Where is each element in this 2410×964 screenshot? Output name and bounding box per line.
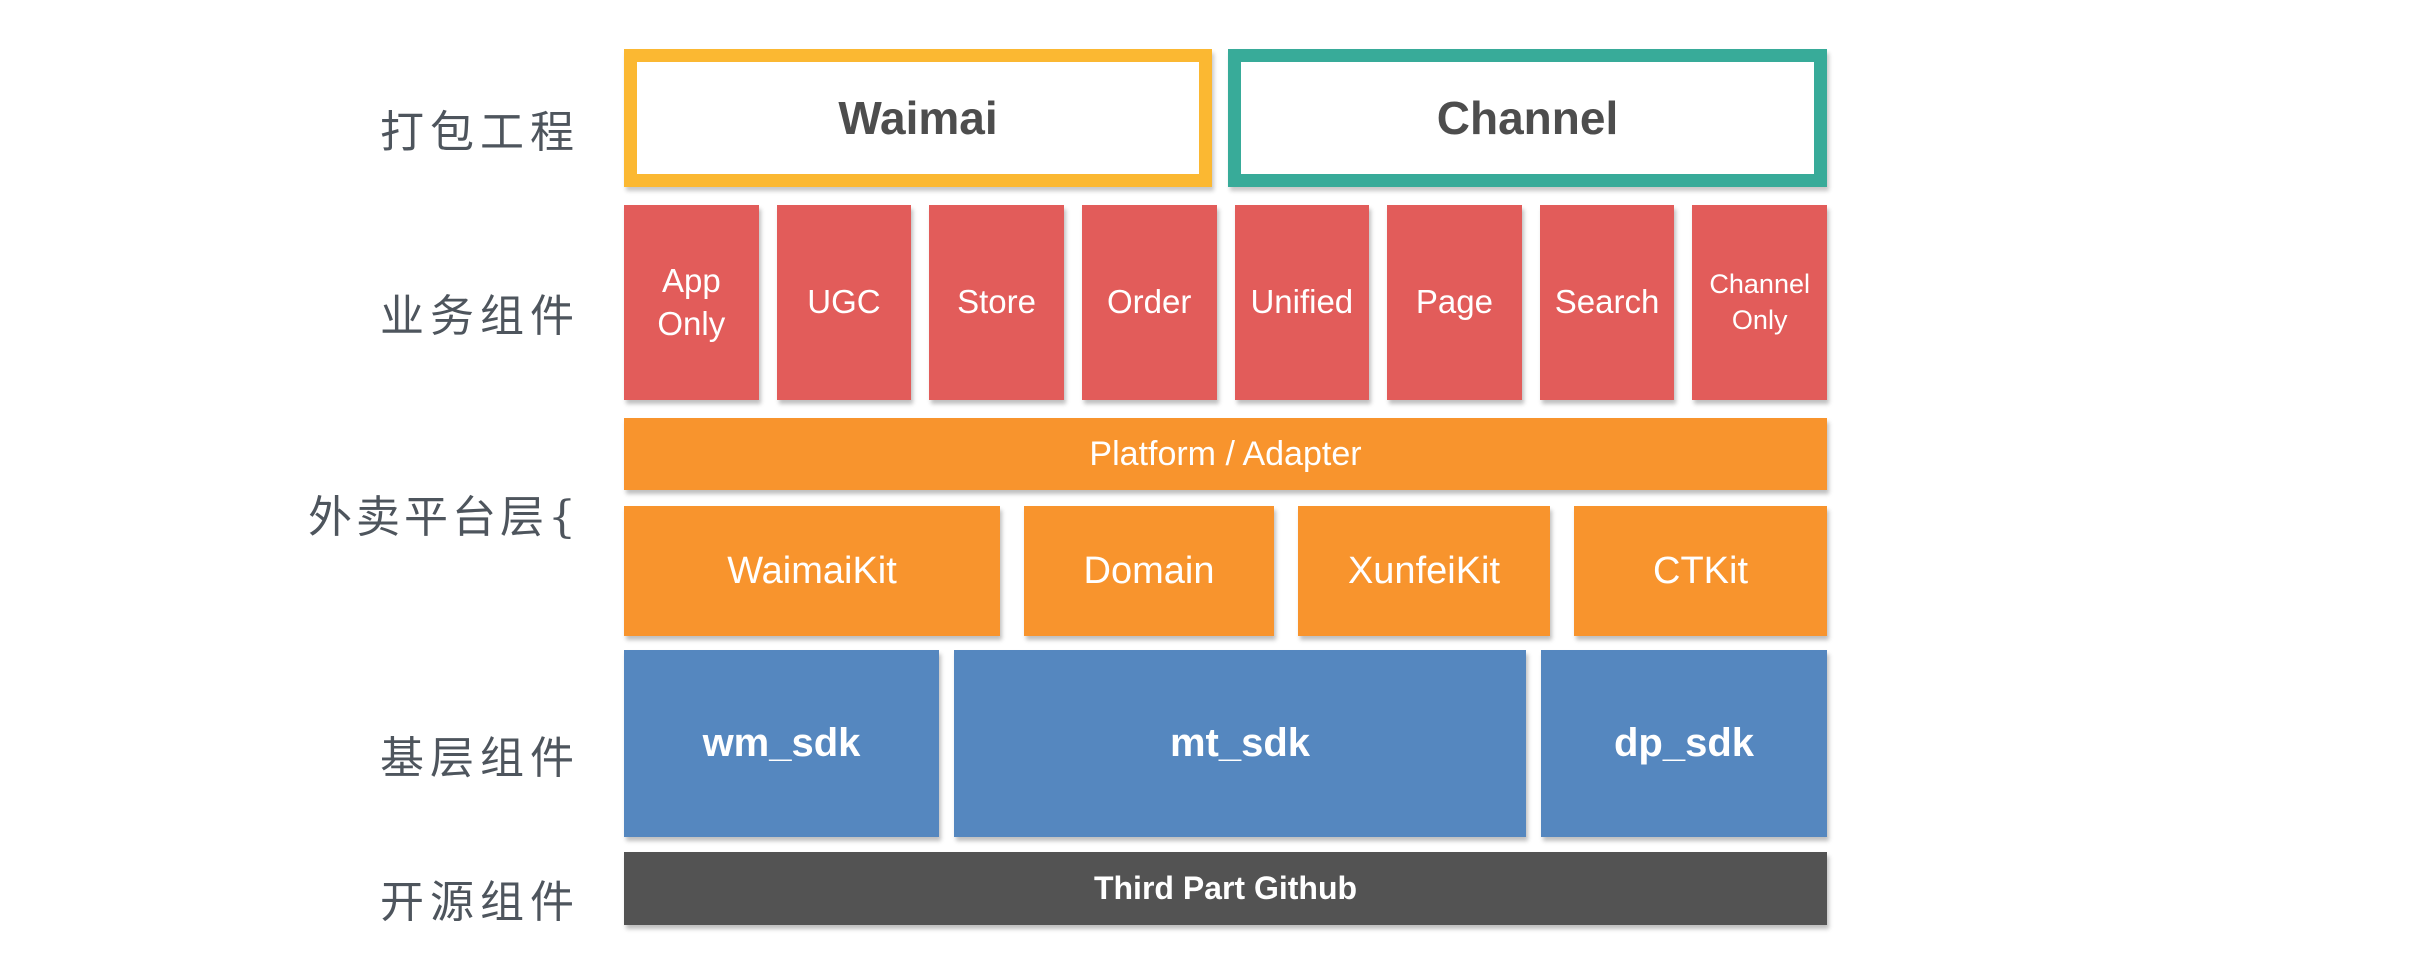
row-label-base-components: 基层组件	[380, 733, 580, 784]
business-box-channel-only: Channel Only	[1692, 205, 1827, 400]
third-part-github-bar-label: Third Part Github	[1093, 870, 1358, 906]
packaging-box-waimai: Waimai	[624, 49, 1212, 187]
sdk-box-dp-sdk: dp_sdk	[1541, 650, 1827, 837]
business-box-page: Page	[1387, 205, 1522, 400]
business-box-app-only: App Only	[624, 205, 759, 400]
packaging-box-channel-label: Channel	[1436, 92, 1619, 144]
third-part-github-bar: Third Part Github	[624, 852, 1827, 925]
platform-adapter-bar-label: Platform / Adapter	[1089, 434, 1362, 473]
sdk-box-wm-sdk: wm_sdk	[624, 650, 939, 837]
business-components-row: App Only UGC Store Order Unified Page Se…	[624, 205, 1827, 400]
row-label-business: 业务组件	[380, 291, 580, 342]
sdk-box-mt-sdk: mt_sdk	[954, 650, 1526, 837]
platform-kits-row: WaimaiKit Domain XunfeiKit CTKit	[624, 506, 1827, 636]
row-label-opensource: 开源组件	[380, 877, 580, 928]
kit-box-xunfeikit: XunfeiKit	[1298, 506, 1550, 636]
row-label-packaging: 打包工程	[380, 107, 580, 158]
business-box-search: Search	[1539, 205, 1675, 400]
platform-adapter-bar: Platform / Adapter	[624, 418, 1827, 490]
business-box-unified: Unified	[1234, 205, 1370, 400]
kit-box-ctkit: CTKit	[1574, 506, 1827, 636]
packaging-box-channel: Channel	[1228, 49, 1827, 187]
base-sdk-row: wm_sdk mt_sdk dp_sdk	[624, 650, 1827, 837]
packaging-row: Waimai Channel	[624, 49, 1827, 187]
kit-box-waimaikit: WaimaiKit	[624, 506, 1000, 636]
packaging-box-waimai-label: Waimai	[838, 92, 998, 144]
business-box-order: Order	[1081, 205, 1217, 400]
diagram-content: Waimai Channel App Only UGC Store Order …	[624, 0, 1827, 964]
row-label-platform-layer: 外卖平台层{	[308, 492, 580, 543]
business-box-store: Store	[929, 205, 1064, 400]
kit-box-domain: Domain	[1024, 506, 1274, 636]
business-box-ugc: UGC	[776, 205, 912, 400]
